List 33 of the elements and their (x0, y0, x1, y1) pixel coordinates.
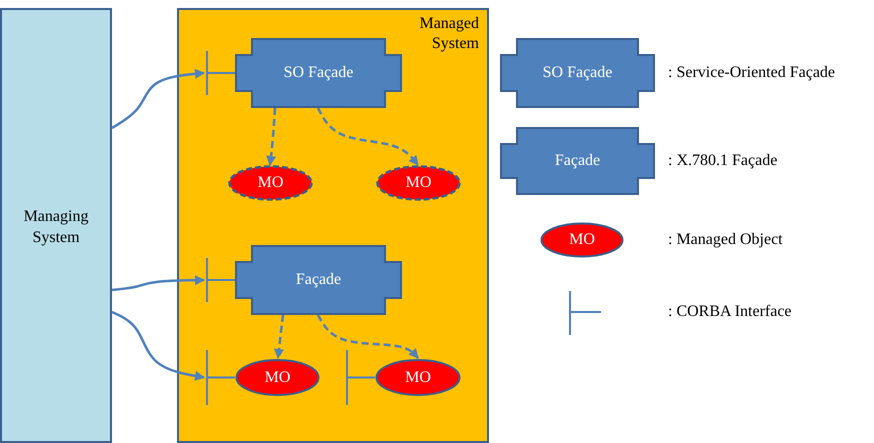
facade-shape (205, 245, 402, 315)
legend-description: : Service-Oriented Façade (668, 63, 836, 83)
arrow (266, 108, 276, 166)
system-panel (0, 8, 112, 443)
node-label: MO (404, 368, 432, 388)
node-label: Façade (554, 151, 602, 171)
managed-object-ellipse (228, 165, 313, 201)
legend-description: : CORBA Interface (668, 302, 792, 322)
legend-description: : Managed Object (668, 230, 783, 250)
node-label: MO (568, 230, 596, 250)
node-label: SO Façade (282, 63, 354, 83)
node-label: MO (256, 173, 284, 193)
managed-object-ellipse (345, 350, 461, 405)
arrow (111, 310, 205, 381)
facade-shape (500, 38, 655, 108)
managed-object-ellipse (205, 350, 320, 405)
arrow (316, 107, 419, 166)
arrow (316, 314, 419, 359)
arrow (111, 68, 205, 130)
system-container (177, 8, 489, 443)
node-label: SO Façade (542, 63, 614, 83)
arrow (274, 314, 284, 359)
managed-object-ellipse (376, 165, 461, 201)
node-label: Managing System (22, 207, 90, 248)
facade-shape (205, 38, 402, 108)
legend-description: : X.780.1 Façade (668, 151, 778, 171)
managed-object-ellipse (540, 222, 624, 258)
node-label: MO (404, 173, 432, 193)
arrow (112, 275, 205, 292)
node-label: MO (264, 368, 292, 388)
container-heading: Managed System (418, 14, 479, 54)
facade-shape (500, 127, 655, 195)
node-label: Façade (294, 270, 342, 290)
